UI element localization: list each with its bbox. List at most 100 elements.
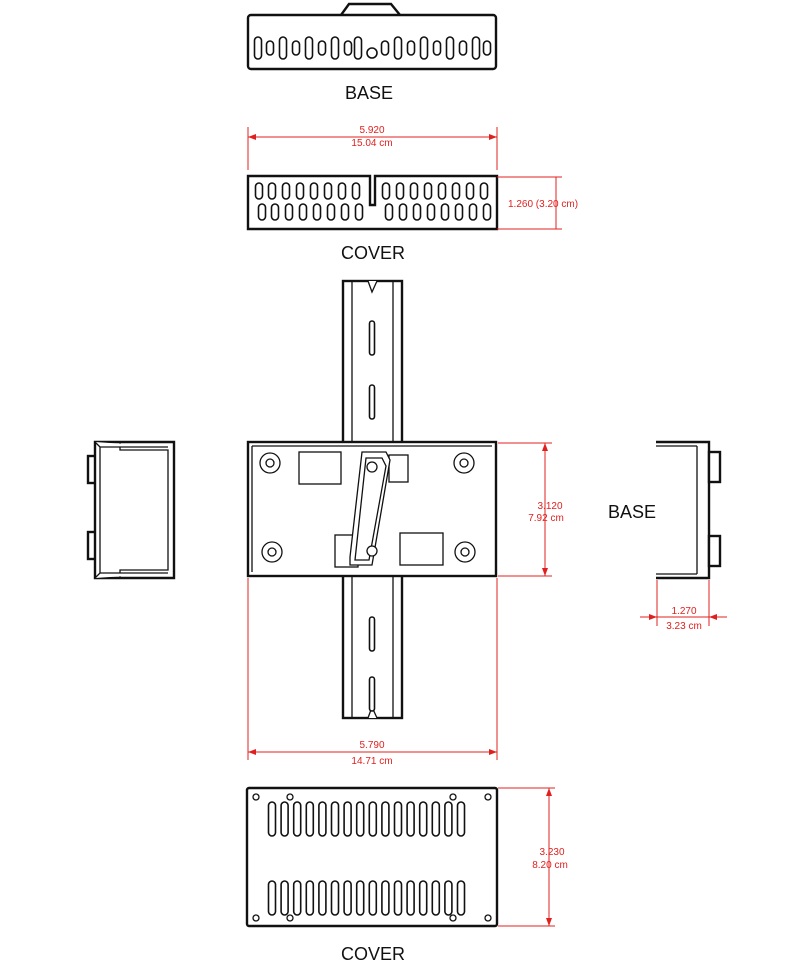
base-width-inches: 5.790 — [359, 740, 384, 751]
base-depth-dimension: 1.270 3.23 cm — [640, 580, 727, 632]
slot — [381, 801, 390, 837]
slot — [381, 880, 390, 916]
slot — [330, 36, 340, 60]
slot — [482, 203, 492, 221]
cover-width-dimension: 5.920 15.04 cm — [247, 125, 498, 170]
cover-screw-holes — [252, 793, 492, 922]
slot — [456, 880, 466, 916]
slot — [317, 40, 327, 56]
slot — [454, 203, 464, 221]
slot — [254, 182, 264, 200]
slot — [281, 182, 291, 200]
slot — [368, 320, 376, 356]
slot — [343, 40, 353, 56]
slot — [312, 203, 322, 221]
base-right-body — [656, 440, 711, 580]
base-right-view — [656, 440, 722, 580]
mounting-holes — [259, 452, 476, 563]
slot — [384, 203, 394, 221]
slot — [309, 182, 319, 200]
base-height-dimension: 3.120 7.92 cm — [498, 442, 564, 577]
slot — [458, 40, 468, 56]
slot — [284, 203, 294, 221]
slot — [267, 880, 277, 916]
slot — [418, 801, 428, 837]
slot — [355, 801, 365, 837]
slot — [343, 801, 352, 837]
slot — [368, 384, 376, 420]
cover-depth-cm: 8.20 cm — [532, 860, 568, 871]
cover-bottom-label: COVER — [341, 944, 405, 964]
slot — [304, 36, 314, 60]
cover-height-text: 1.260 (3.20 cm) — [508, 199, 578, 210]
slot — [270, 203, 280, 221]
slot — [395, 182, 405, 200]
base-depth-inches: 1.270 — [671, 606, 696, 617]
slot — [440, 203, 450, 221]
slot — [278, 36, 288, 60]
cover-side-view — [246, 174, 499, 231]
slot — [431, 880, 441, 916]
base-end-slots — [253, 36, 492, 60]
left-side-view — [86, 440, 176, 580]
slot — [257, 203, 267, 221]
slot — [406, 40, 416, 56]
cover-width-cm: 15.04 cm — [351, 138, 392, 149]
slot — [318, 880, 327, 916]
slot — [295, 182, 305, 200]
slot — [426, 203, 436, 221]
slot — [451, 182, 461, 200]
slot — [445, 36, 455, 60]
base-depth-cm: 3.23 cm — [666, 621, 702, 632]
slot — [368, 801, 378, 837]
slot — [479, 182, 489, 200]
slot — [418, 880, 428, 916]
base-end-view — [246, 2, 498, 71]
slot — [330, 801, 340, 837]
slot — [355, 880, 365, 916]
slot — [380, 40, 390, 56]
slot — [409, 182, 419, 200]
slot — [337, 182, 347, 200]
slot — [280, 801, 289, 837]
cover-top-view — [245, 786, 499, 928]
cover-depth-dimension: 3.230 8.20 cm — [498, 787, 568, 927]
slot — [326, 203, 336, 221]
base-handle — [340, 2, 401, 16]
base-width-dimension: 5.790 14.71 cm — [247, 578, 498, 767]
cover-height-dimension: 1.260 (3.20 cm) — [497, 176, 578, 230]
slot — [468, 203, 478, 221]
base-height-cm: 7.92 cm — [528, 513, 564, 524]
slot — [381, 182, 391, 200]
slot — [393, 36, 403, 60]
slot — [318, 801, 327, 837]
slot — [366, 47, 378, 59]
slot — [280, 880, 289, 916]
slot — [354, 203, 364, 221]
slot — [431, 801, 441, 837]
slot — [368, 676, 376, 712]
slot — [465, 182, 475, 200]
cover-side-label: COVER — [341, 243, 405, 263]
slot — [368, 616, 376, 652]
slot — [406, 880, 415, 916]
slot — [432, 40, 442, 56]
slot — [419, 36, 429, 60]
base-right-label: BASE — [608, 502, 656, 522]
slot — [330, 880, 340, 916]
slot — [412, 203, 422, 221]
slot — [406, 801, 415, 837]
slot — [340, 203, 350, 221]
slot — [444, 880, 453, 916]
slot — [267, 801, 277, 837]
slot — [253, 36, 263, 60]
slot — [398, 203, 408, 221]
slot — [351, 182, 361, 200]
slot — [393, 880, 403, 916]
slot — [291, 40, 301, 56]
cover-vent-slots — [267, 801, 466, 916]
slot — [482, 40, 492, 56]
slot — [368, 880, 378, 916]
base-height-inches: 3.120 — [537, 501, 562, 512]
